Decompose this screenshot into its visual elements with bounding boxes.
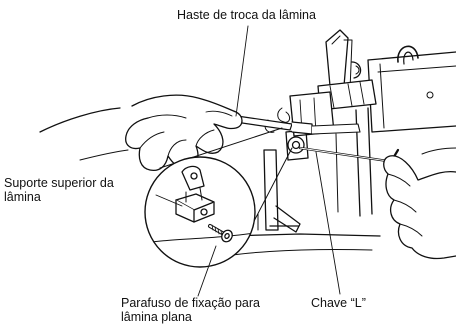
callout-l-wrench: Chave “L” xyxy=(311,296,366,310)
l-wrench xyxy=(298,146,400,164)
detail-magnifier xyxy=(144,127,293,268)
callout-flat-blade-screw: Parafuso de fixação para lâmina plana xyxy=(121,296,260,324)
right-hand xyxy=(383,147,456,260)
leader-lines xyxy=(155,25,341,297)
left-hand xyxy=(39,94,243,172)
flat-blade-screw-part xyxy=(208,224,233,243)
callout-blade-change-rod: Haste de troca da lâmina xyxy=(177,8,316,22)
callout-upper-blade-holder: Suporte superior da lâmina xyxy=(4,176,114,204)
